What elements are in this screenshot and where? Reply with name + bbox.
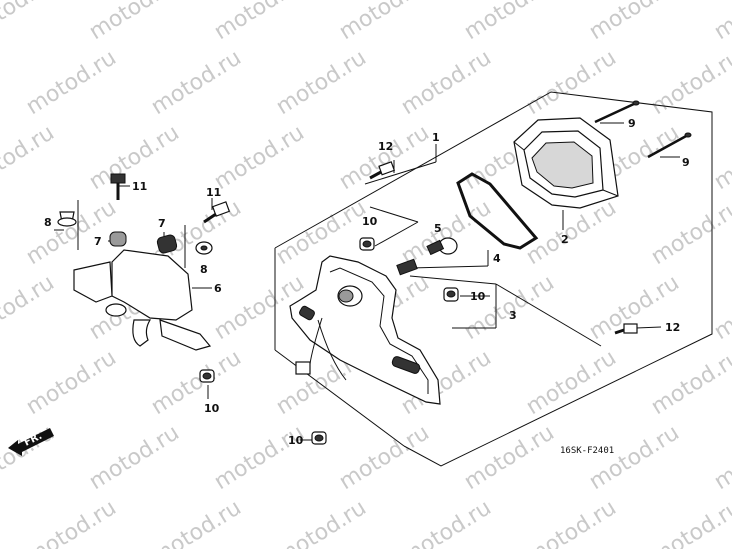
diagram-code: 16SK-F2401: [560, 446, 614, 456]
watermark-text: motod.ru: [397, 195, 496, 270]
nut-10c: [359, 237, 375, 251]
bolt-11b: [203, 201, 231, 224]
callout-11b: 11: [206, 186, 221, 199]
callout-3: 3: [509, 309, 517, 322]
watermark-text: motod.ru: [522, 45, 621, 120]
watermark-text: motod.ru: [647, 345, 732, 420]
watermark-text: motod.ru: [210, 420, 309, 495]
watermark-text: motod.ru: [522, 495, 621, 549]
callout-6: 6: [214, 282, 222, 295]
watermark-text: motod.ru: [647, 195, 732, 270]
watermark-text: motod.ru: [85, 0, 184, 45]
gasket-4: [456, 172, 539, 250]
watermark-text: motod.ru: [585, 420, 684, 495]
watermark-text: motod.ru: [22, 345, 121, 420]
callout-8b: 8: [200, 263, 208, 276]
pin-9a: [594, 100, 640, 124]
callout-10c: 10: [362, 215, 378, 228]
collar-8b: [195, 241, 213, 255]
nut-10b: [311, 431, 327, 445]
callout-7a: 7: [94, 235, 102, 248]
callout-10a: 10: [204, 402, 220, 415]
callout-5: 5: [434, 222, 442, 235]
callout-10b: 10: [288, 434, 304, 447]
nut-10a: [199, 369, 215, 383]
bracket-6: [73, 249, 212, 351]
watermark-text: motod.ru: [460, 420, 559, 495]
taillight-base-3: [289, 255, 441, 405]
watermark-text: motod.ru: [585, 0, 684, 45]
callout-11a: 11: [132, 180, 147, 193]
callout-9b: 9: [682, 156, 690, 169]
watermark-text: motod.ru: [710, 0, 732, 45]
watermark-text: motod.ru: [397, 45, 496, 120]
pin-9b: [647, 132, 692, 159]
watermark-text: motod.ru: [272, 495, 371, 549]
screw-12a: [369, 161, 396, 180]
bolt-11a: [110, 173, 126, 200]
callout-12b: 12: [665, 321, 680, 334]
leader-lines: [54, 122, 680, 441]
watermark-text: motod.ru: [22, 45, 121, 120]
watermark-text: motod.ru: [647, 495, 732, 549]
watermark-text: motod.ru: [460, 0, 559, 45]
nut-10d: [443, 287, 459, 302]
grommet-7b: [156, 234, 178, 254]
watermark-text: motod.ru: [210, 0, 309, 45]
grommet-7a: [109, 231, 127, 247]
collar-8a: [57, 211, 77, 227]
watermark-text: motod.ru: [0, 270, 59, 345]
watermark-text: motod.ru: [522, 345, 621, 420]
watermark-text: motod.ru: [210, 120, 309, 195]
watermark-text: motod.ru: [710, 120, 732, 195]
watermark-text: motod.ru: [335, 0, 434, 45]
watermark-text: motod.ru: [0, 0, 59, 45]
watermark-text: motod.ru: [85, 420, 184, 495]
callout-10d: 10: [470, 290, 486, 303]
callout-8a: 8: [44, 216, 52, 229]
watermark-text: motod.ru: [147, 45, 246, 120]
watermark-text: motod.ru: [22, 195, 121, 270]
lens-2: [513, 117, 619, 209]
watermark-text: motod.ru: [710, 420, 732, 495]
watermark-text: motod.ru: [397, 495, 496, 549]
callout-2: 2: [561, 233, 569, 246]
watermark-text: motod.ru: [272, 45, 371, 120]
watermark-text: motod.ru: [272, 195, 371, 270]
watermark-text: motod.ru: [335, 120, 434, 195]
bulb-5: [426, 237, 458, 256]
watermark-text: motod.ru: [710, 270, 732, 345]
watermark-text: motod.ru: [147, 345, 246, 420]
callout-12a: 12: [378, 140, 393, 153]
screw-12b: [614, 323, 638, 335]
watermark-text: motod.ru: [22, 495, 121, 549]
callout-1: 1: [432, 131, 440, 144]
callout-7b: 7: [158, 217, 166, 230]
watermark-text: motod.ru: [147, 495, 246, 549]
callouts: 1 2 3 4 5 6 7 7 8 8 9 9 10 10 10 10 11 1…: [44, 117, 690, 447]
callout-9a: 9: [628, 117, 636, 130]
watermark-text: motod.ru: [0, 120, 59, 195]
callout-4: 4: [493, 252, 501, 265]
